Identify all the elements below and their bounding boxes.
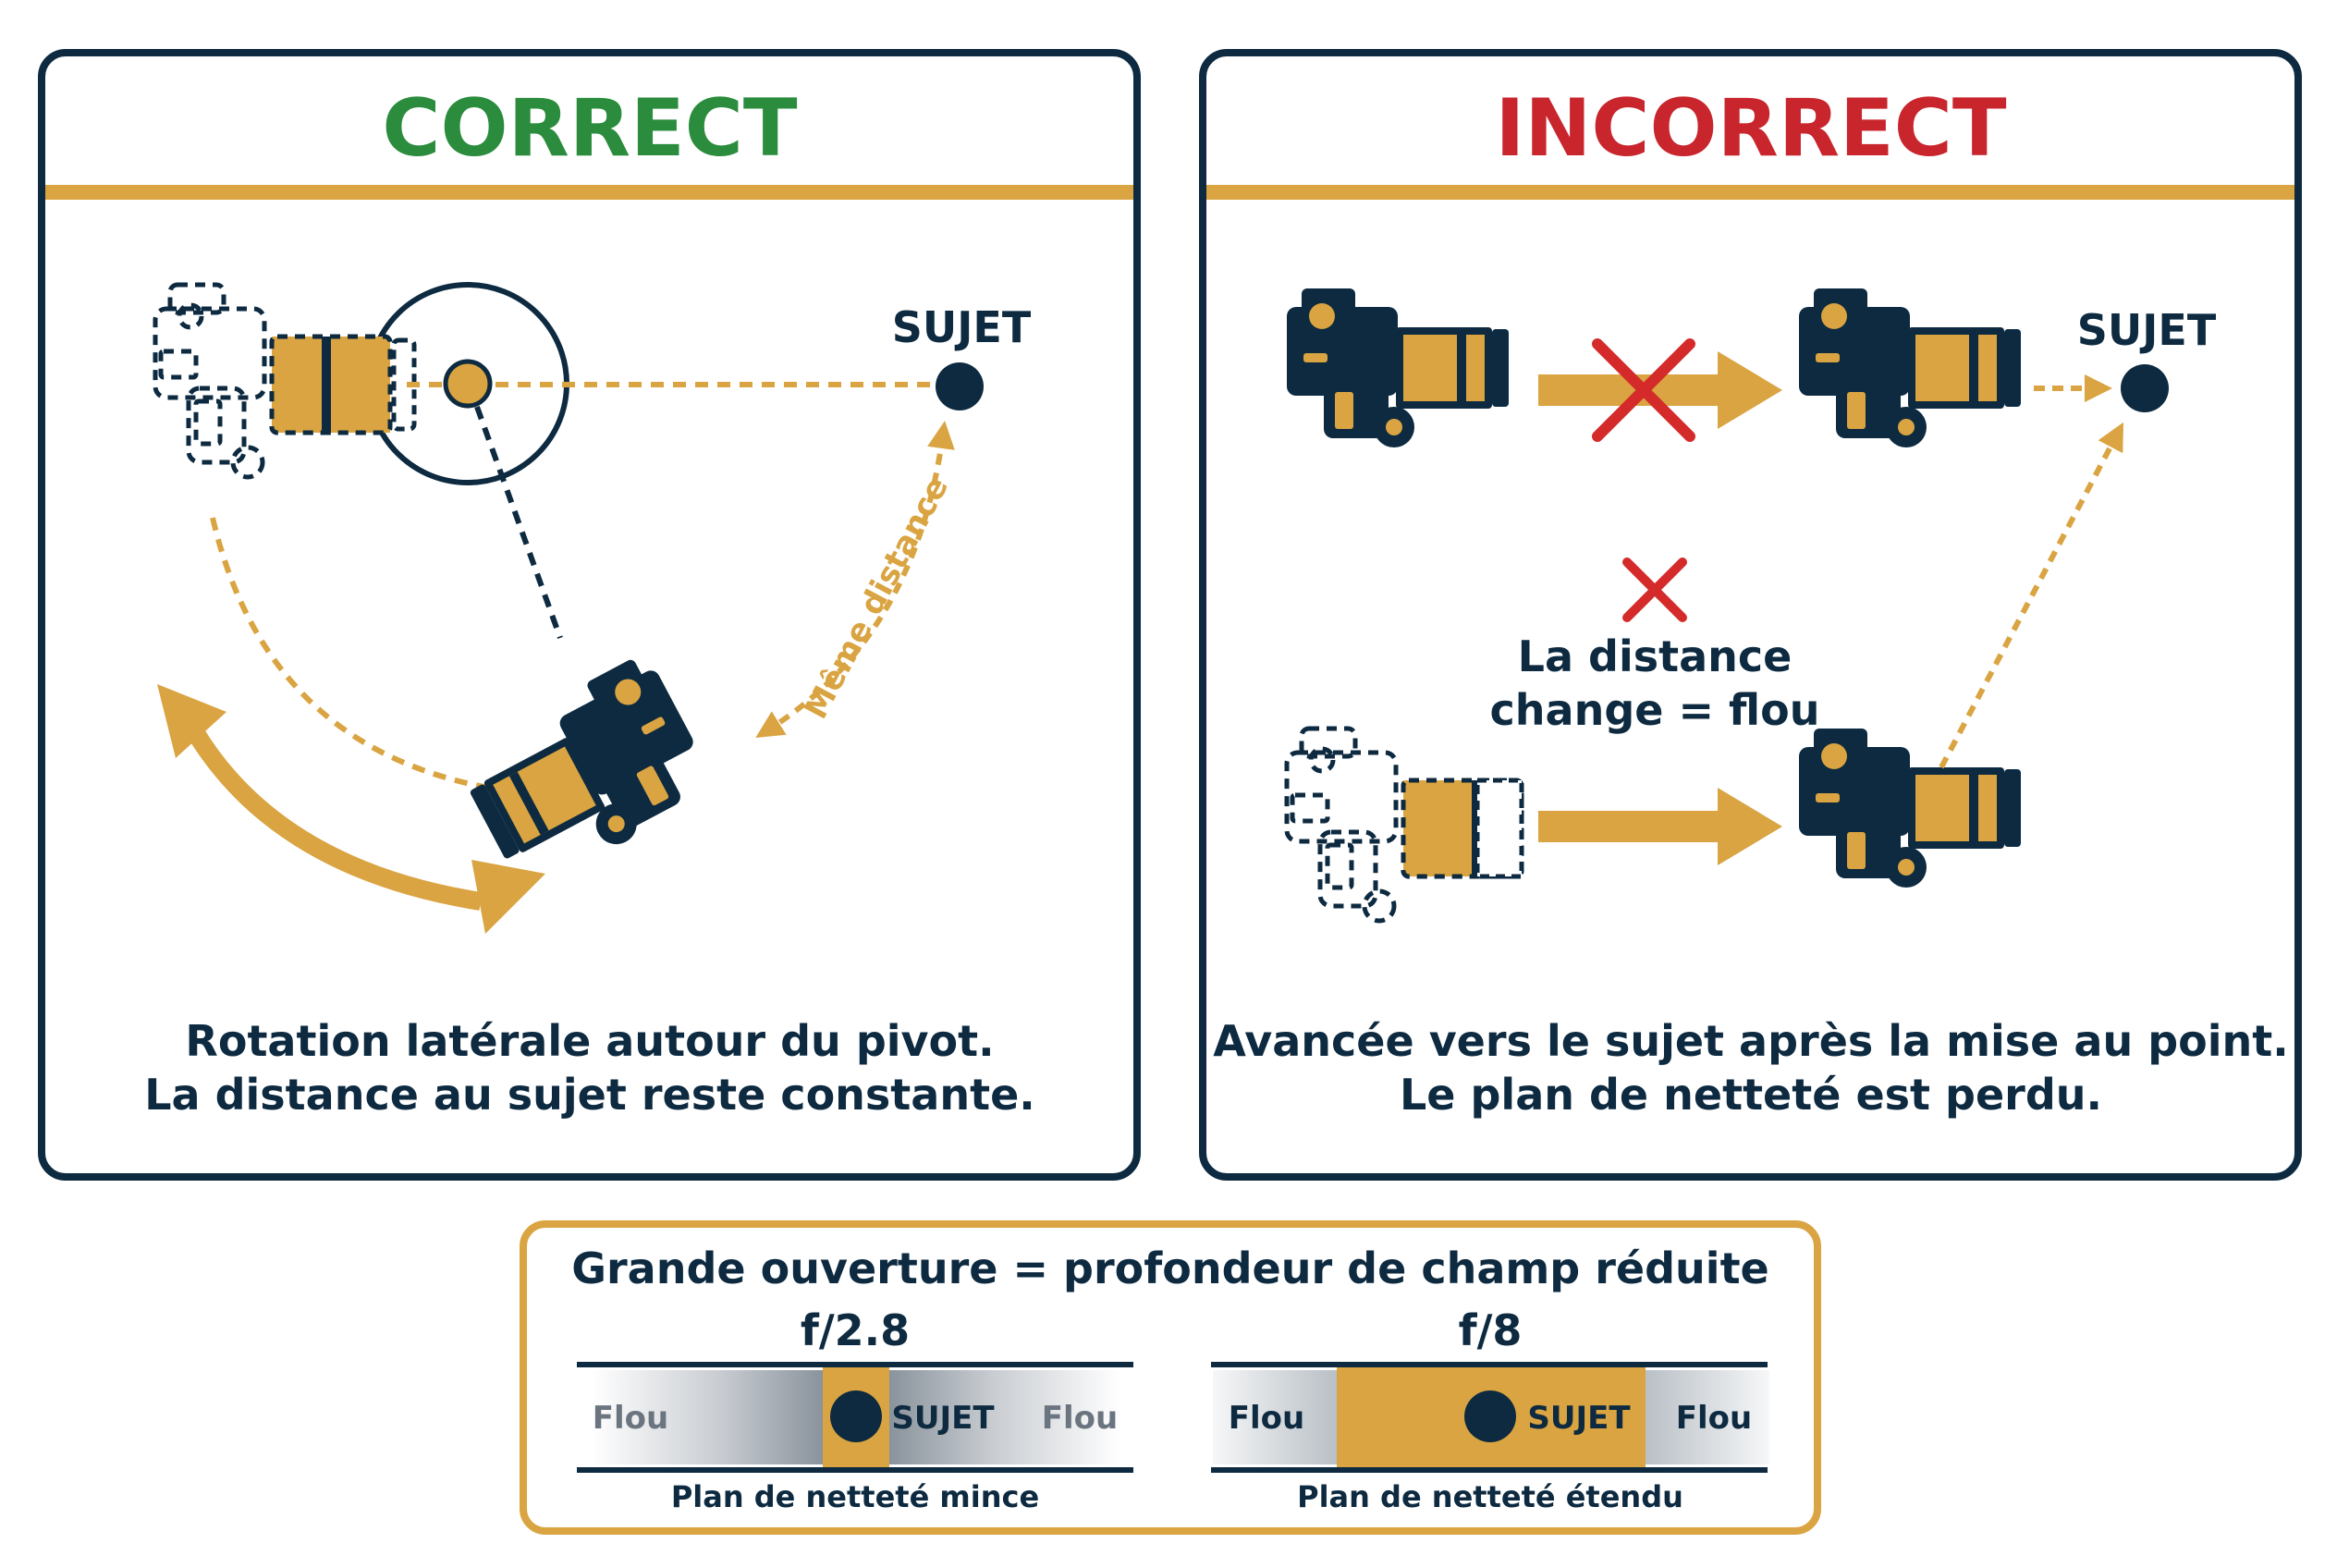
blur-zone-right — [889, 1370, 1120, 1464]
blur-zone-left — [592, 1370, 823, 1464]
forward-arrow-head — [1718, 351, 1782, 429]
warning-cross-icon — [1622, 557, 1687, 622]
subject-label-deep: SUJET — [1527, 1400, 1631, 1437]
caption-deep: Plan de netteté étendu — [1297, 1479, 1683, 1514]
caption-shallow: Plan de netteté mince — [671, 1479, 1039, 1514]
incorrect-title: INCORRECT — [1495, 82, 2007, 175]
subject-dot-deep — [1464, 1390, 1516, 1442]
aperture-deep: f/8 — [1459, 1305, 1523, 1355]
incorrect-caption-line1: Avancée vers le sujet après la mise au p… — [1213, 1016, 2288, 1066]
correct-caption-line2: La distance au sujet reste constante. — [144, 1070, 1035, 1120]
blur-zone-left-deep — [1213, 1370, 1337, 1464]
subject-label-shallow: SUJET — [891, 1400, 995, 1437]
pivot-point — [443, 359, 493, 409]
subject-dot-shallow — [830, 1390, 882, 1442]
rotation-arrow-head-left — [157, 684, 226, 758]
warning-line2: change = flou — [1490, 685, 1820, 735]
blur-zone-right-deep — [1646, 1370, 1769, 1464]
dof-deep-panel: f/8 Flou SUJET Flou Plan de netteté éten… — [1211, 1305, 1769, 1514]
subject-label-incorrect: SUJET — [2077, 305, 2217, 355]
subject-label: SUJET — [892, 302, 1032, 352]
blur-label-right-shallow: Flou — [1042, 1400, 1118, 1437]
incorrect-title-divider — [1206, 185, 2294, 200]
ghost-camera-incorrect-icon — [1287, 729, 1524, 921]
correct-panel: CORRECT SUJET Même distance — [38, 49, 1141, 1181]
correct-title: CORRECT — [382, 82, 798, 175]
diagonal-subject-line — [1939, 422, 2124, 769]
pivot-radius-line — [474, 405, 563, 640]
subject-dot-incorrect — [2121, 364, 2169, 412]
dof-shallow-panel: f/2.8 Flou SUJET Flou Plan de netteté mi… — [577, 1305, 1133, 1514]
subject-dot — [936, 362, 984, 410]
advance-arrow-shaft — [1538, 811, 1723, 842]
cross-icon — [1592, 338, 1695, 442]
incorrect-caption-line2: Le plan de netteté est perdu. — [1400, 1070, 2102, 1120]
depth-of-field-box: Grande ouverture = profondeur de champ r… — [520, 1220, 1821, 1535]
ghost-camera-icon — [155, 285, 417, 477]
rotation-arrow — [186, 725, 483, 911]
incorrect-panel: INCORRECT SUJET La distance change = flo… — [1199, 49, 2302, 1181]
dof-title: Grande ouverture = profondeur de champ r… — [571, 1243, 1769, 1293]
warning-line1: La distance — [1518, 631, 1793, 681]
blur-label-left-shallow: Flou — [593, 1400, 668, 1437]
aperture-shallow: f/2.8 — [801, 1305, 910, 1355]
correct-title-divider — [45, 185, 1133, 200]
rotation-arrow-head-right — [471, 860, 545, 934]
correct-caption-line1: Rotation latérale autour du pivot. — [185, 1016, 994, 1066]
blur-label-right-deep: Flou — [1676, 1400, 1752, 1437]
blur-label-left-deep: Flou — [1229, 1400, 1304, 1437]
advance-arrow-head — [1718, 788, 1782, 865]
